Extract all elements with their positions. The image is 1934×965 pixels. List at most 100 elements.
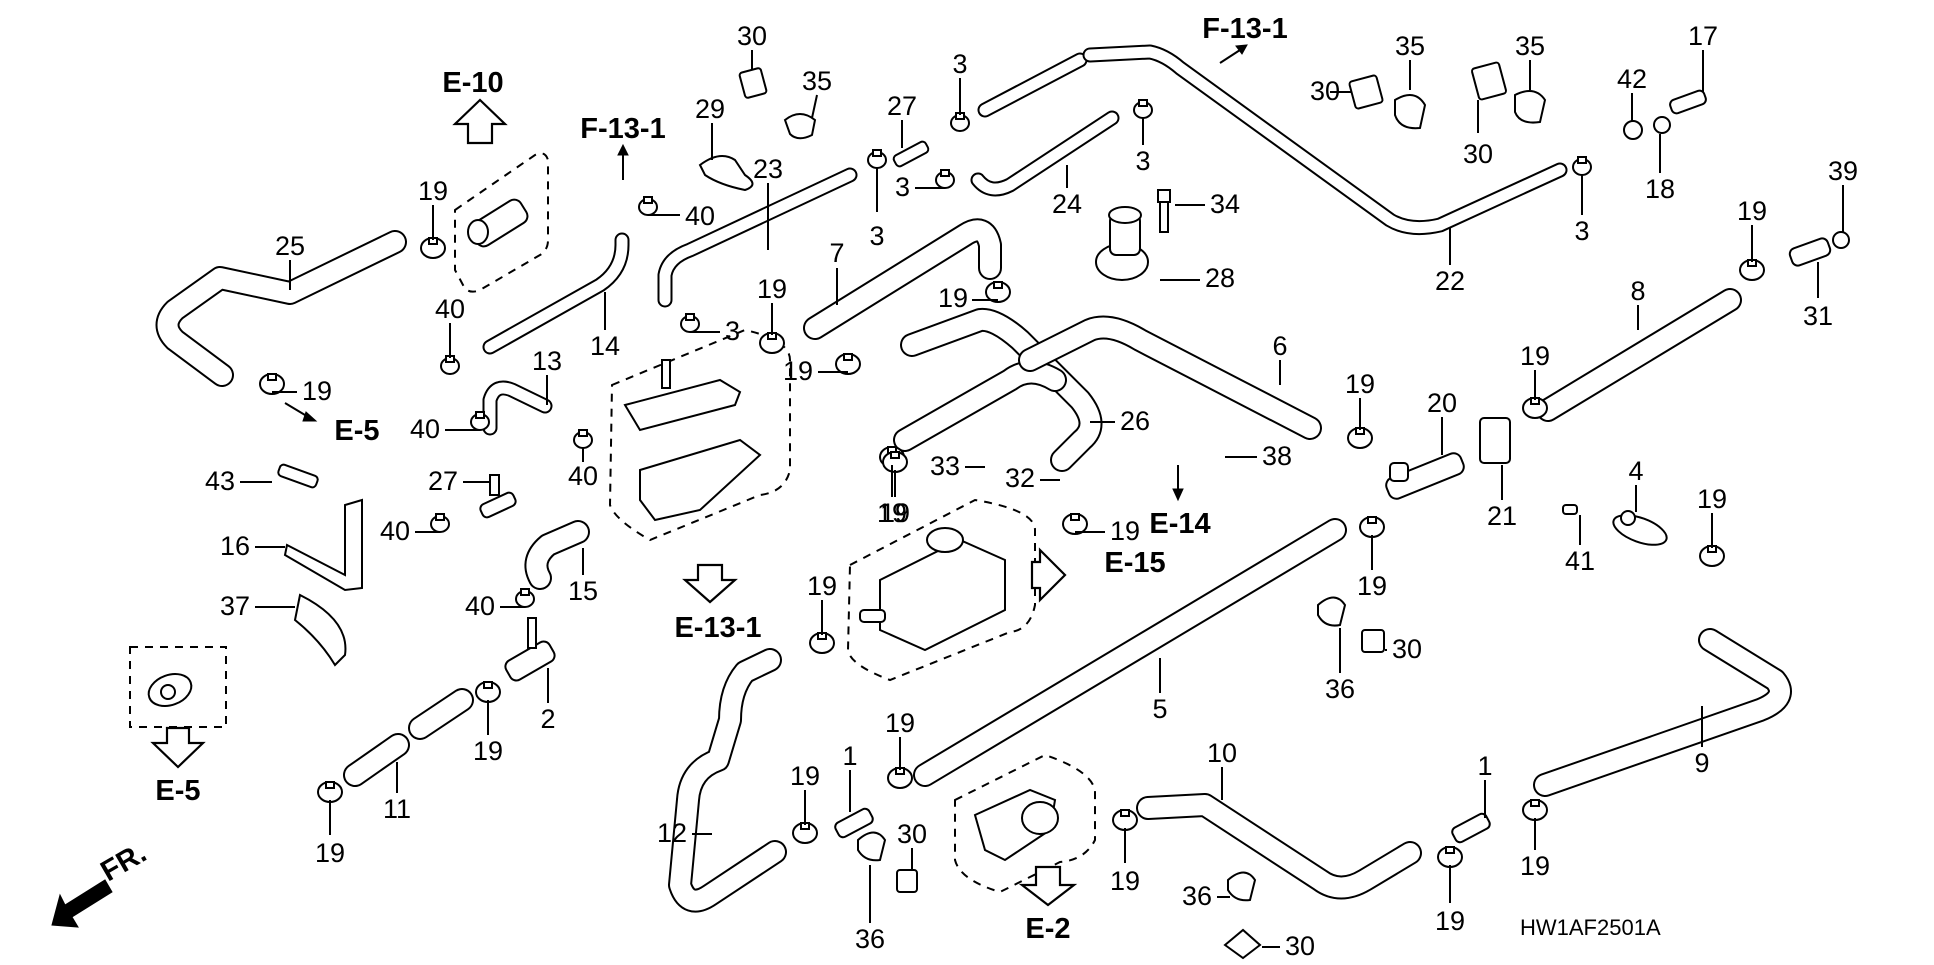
callout-38[interactable]: 38 [1262,441,1292,471]
hose-22[interactable] [1082,44,1568,236]
callout-35[interactable]: 35 [1515,31,1545,61]
part-17-bolt[interactable] [1669,89,1708,115]
ref-e5-upper[interactable]: E-5 [334,415,379,447]
callout-3[interactable]: 3 [952,49,967,79]
ref-f131-left[interactable]: F-13-1 [580,113,665,145]
part-30-plate-5[interactable] [896,869,918,893]
callout-33[interactable]: 33 [930,451,960,481]
callout-40[interactable]: 40 [435,294,465,324]
part-27-tee-lower[interactable] [479,474,518,519]
callout-19[interactable]: 19 [757,274,787,304]
callout-3[interactable]: 3 [895,172,910,202]
part-valve-lower[interactable] [639,438,762,522]
part-30-plate-4[interactable] [1361,629,1385,653]
callout-35[interactable]: 35 [1395,31,1425,61]
callout-19[interactable]: 19 [938,283,968,313]
part-35-clip[interactable] [783,113,817,140]
ref-e10[interactable]: E-10 [442,67,503,99]
hose-12[interactable] [668,648,787,913]
hose-clamp-icon[interactable] [317,781,343,803]
callout-19[interactable]: 19 [1737,196,1767,226]
callout-30[interactable]: 30 [1285,931,1315,961]
part-39-washer[interactable] [1832,231,1850,249]
callout-19[interactable]: 19 [877,498,907,528]
callout-40[interactable]: 40 [410,414,440,444]
callout-2[interactable]: 2 [540,704,555,734]
callout-10[interactable]: 10 [1207,738,1237,768]
part-e5-flange[interactable] [144,668,196,711]
callout-40[interactable]: 40 [380,516,410,546]
callout-19[interactable]: 19 [885,708,915,738]
small-clamp-icon[interactable] [680,313,700,333]
callout-19[interactable]: 19 [880,498,910,528]
callout-24[interactable]: 24 [1052,189,1082,219]
callout-19[interactable]: 19 [1520,341,1550,371]
callout-8[interactable]: 8 [1630,276,1645,306]
small-clamp-icon[interactable] [935,169,955,189]
hose-clamp-icon[interactable] [1437,846,1463,868]
callout-30[interactable]: 30 [737,21,767,51]
part-42-nut[interactable] [1623,120,1643,140]
part-30-plate-6[interactable] [1223,928,1262,960]
hose-14[interactable] [482,232,630,355]
callout-3[interactable]: 3 [725,316,740,346]
part-30-plate-3[interactable] [1471,61,1507,101]
callout-31[interactable]: 31 [1803,301,1833,331]
callout-3[interactable]: 3 [1574,216,1589,246]
part-41-bolt[interactable] [1562,504,1578,515]
part-16-bracket[interactable] [283,498,363,592]
clip-icon[interactable] [638,196,658,216]
part-4-flange[interactable] [1610,509,1671,551]
callout-19[interactable]: 19 [473,736,503,766]
part-20-tee[interactable] [1384,451,1466,501]
callout-15[interactable]: 15 [568,576,598,606]
callout-19[interactable]: 19 [1345,369,1375,399]
hose-clamp-icon[interactable] [1522,799,1548,821]
callout-19[interactable]: 19 [1520,851,1550,881]
callout-14[interactable]: 14 [590,331,620,361]
callout-13[interactable]: 13 [532,346,562,376]
ref-e5-lower[interactable]: E-5 [155,775,200,807]
callout-3[interactable]: 3 [869,221,884,251]
callout-1[interactable]: 1 [842,741,857,771]
hose-clamp-icon[interactable] [420,237,446,259]
ref-e14[interactable]: E-14 [1149,508,1210,540]
callout-27[interactable]: 27 [428,466,458,496]
part-43-bolt[interactable] [277,463,319,489]
ref-e131[interactable]: E-13-1 [674,612,761,644]
ref-e2[interactable]: E-2 [1025,913,1070,945]
ref-e15[interactable]: E-15 [1104,547,1165,579]
hose-clamp-icon[interactable] [759,332,785,354]
part-30-plate-2[interactable] [1348,74,1384,110]
part-27-tee-upper[interactable] [892,140,930,168]
callout-36[interactable]: 36 [1325,674,1355,704]
hose-clamp-icon[interactable] [1347,427,1373,449]
hose-clamp-icon[interactable] [259,373,285,395]
hose-6[interactable] [1018,315,1322,440]
part-36-clip-3[interactable] [1227,871,1257,902]
callout-19[interactable]: 19 [1110,866,1140,896]
part-36-clip-2[interactable] [857,831,887,862]
small-clamp-icon[interactable] [950,112,970,132]
hose-upper-short[interactable] [977,52,1088,118]
part-35-clip-3[interactable] [1514,90,1547,124]
callout-29[interactable]: 29 [695,94,725,124]
callout-5[interactable]: 5 [1152,694,1167,724]
hose-clamp-icon[interactable] [985,281,1011,303]
callout-17[interactable]: 17 [1688,21,1718,51]
callout-19[interactable]: 19 [315,838,345,868]
callout-30[interactable]: 30 [1392,634,1422,664]
callout-42[interactable]: 42 [1617,64,1647,94]
callout-35[interactable]: 35 [802,66,832,96]
part-2-tee[interactable] [503,617,557,683]
callout-19[interactable]: 19 [1697,484,1727,514]
part-31-fitting[interactable] [1788,237,1832,268]
hose-9[interactable] [1533,628,1792,797]
hose-clamp-icon[interactable] [882,451,908,473]
callout-9[interactable]: 9 [1694,748,1709,778]
hose-11[interactable] [343,688,474,787]
callout-19[interactable]: 19 [1357,571,1387,601]
callout-28[interactable]: 28 [1205,263,1235,293]
small-clamp-icon[interactable] [1133,99,1153,119]
part-35-clip-2[interactable] [1394,94,1427,130]
